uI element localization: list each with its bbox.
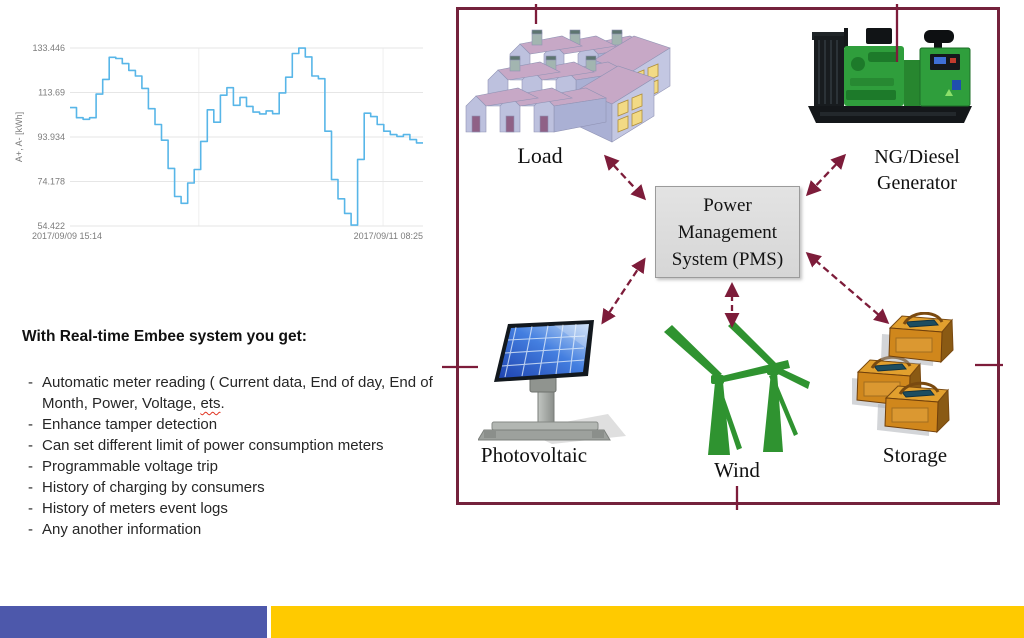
batteries-icon bbox=[852, 312, 954, 436]
feature-text: Programmable voltage trip bbox=[42, 458, 218, 475]
svg-text:133.446: 133.446 bbox=[32, 43, 65, 53]
feature-text: History of meters event logs bbox=[42, 500, 228, 517]
svg-text:2017/09/11 08:25: 2017/09/11 08:25 bbox=[354, 231, 423, 241]
wind-label: Wind bbox=[714, 458, 760, 482]
load-label: Load bbox=[517, 143, 563, 168]
bullet-dash: - bbox=[28, 479, 33, 496]
svg-text:93.934: 93.934 bbox=[37, 132, 65, 142]
list-item: - Can set different limit of power consu… bbox=[22, 435, 466, 456]
bullet-dash: - bbox=[28, 458, 33, 475]
list-item: - Programmable voltage trip bbox=[22, 456, 466, 477]
feature-text: Any another information bbox=[42, 521, 202, 538]
storage-label: Storage bbox=[882, 443, 948, 467]
footer-bar-yellow bbox=[271, 606, 1024, 638]
solar-panel-icon bbox=[478, 320, 626, 444]
wind-turbines-icon bbox=[664, 321, 810, 455]
bullet-dash: - bbox=[28, 437, 33, 454]
list-item: - Any another information bbox=[22, 519, 466, 540]
list-item: - History of meters event logs bbox=[22, 498, 466, 519]
feature-text: Enhance tamper detection bbox=[42, 416, 218, 433]
misspelled-word: ets bbox=[200, 395, 221, 412]
arrow-photovoltaic-pms bbox=[601, 257, 646, 325]
feature-list: - Automatic meter reading ( Current data… bbox=[22, 372, 466, 540]
list-item: - Enhance tamper detection bbox=[22, 414, 466, 435]
feature-text: History of charging by consumers bbox=[42, 479, 265, 496]
pms-node: Power Management System (PMS) bbox=[655, 186, 800, 278]
svg-text:74.178: 74.178 bbox=[37, 177, 65, 187]
feature-list-section: With Real-time Embee system you get: - A… bbox=[22, 328, 466, 540]
bullet-dash: - bbox=[28, 500, 33, 517]
svg-text:A+, A- [kWh]: A+, A- [kWh] bbox=[14, 112, 24, 162]
bullet-dash: - bbox=[28, 521, 33, 538]
bullet-dash: - bbox=[28, 374, 33, 391]
svg-text:54.422: 54.422 bbox=[37, 221, 65, 231]
photovoltaic-label: Photovoltaic bbox=[480, 443, 588, 467]
bullet-dash: - bbox=[28, 416, 33, 433]
footer-bar-blue bbox=[0, 606, 267, 638]
feature-text: Can set different limit of power consump… bbox=[42, 437, 384, 454]
feature-heading: With Real-time Embee system you get: bbox=[22, 328, 307, 345]
meter-chart-svg: 133.446 113.69 93.934 74.178 54.4222017/09/0… bbox=[14, 43, 423, 241]
generator-icon bbox=[808, 28, 972, 123]
svg-text:113.69: 113.69 bbox=[38, 88, 65, 98]
houses-icon bbox=[465, 29, 671, 143]
list-item: - History of charging by consumers bbox=[22, 477, 466, 498]
generator-label: NG/Diesel Generator bbox=[874, 146, 960, 194]
svg-text:2017/09/09 15:14: 2017/09/09 15:14 bbox=[32, 231, 102, 241]
list-item: - Automatic meter reading ( Current data… bbox=[22, 372, 466, 414]
feature-text: Automatic meter reading ( Current data, … bbox=[42, 374, 433, 412]
pms-diagram: Load NG/Diesel Gener bbox=[442, 4, 1003, 510]
